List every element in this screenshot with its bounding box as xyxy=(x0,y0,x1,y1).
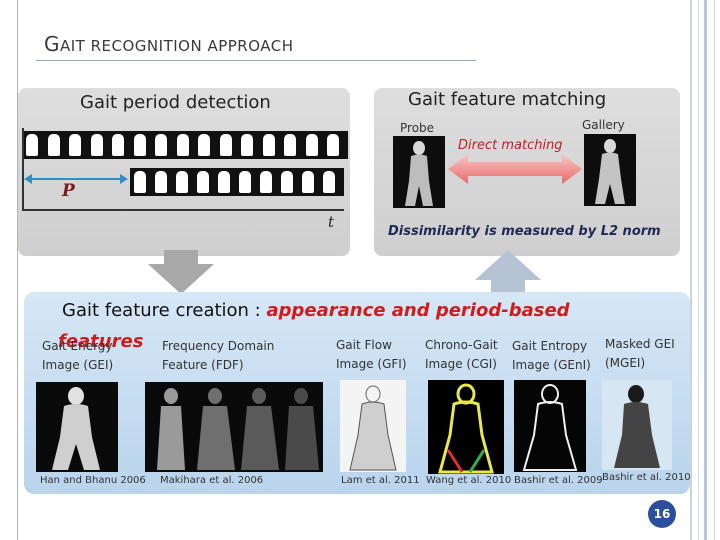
citation-mgei: Bashir et al. 2010 xyxy=(602,472,691,483)
silhouette-sequence-2 xyxy=(130,168,344,196)
walker-silhouette xyxy=(284,134,296,156)
gei-image xyxy=(36,382,118,472)
time-axis xyxy=(22,209,344,211)
feature-creation-title: Gait feature creation : appearance and p… xyxy=(62,300,570,321)
title-underline xyxy=(36,60,476,61)
walker-silhouette xyxy=(241,134,253,156)
walker-silhouette xyxy=(305,134,318,156)
walker-silhouette xyxy=(69,134,81,156)
silhouette-sequence-1 xyxy=(22,131,348,159)
walker-silhouette xyxy=(133,134,146,156)
direct-matching-arrow xyxy=(448,154,582,184)
gallery-label: Gallery xyxy=(582,118,625,132)
walker-silhouette xyxy=(281,171,293,193)
probe-gei-image xyxy=(393,136,445,208)
walker-silhouette xyxy=(239,171,251,193)
citation-geni: Bashir et al. 2009 xyxy=(514,475,603,486)
gallery-gei-image xyxy=(584,134,636,206)
walker-silhouette xyxy=(112,134,124,156)
vertical-axis xyxy=(22,128,24,210)
citation-gfi: Lam et al. 2011 xyxy=(341,475,420,486)
walker-silhouette xyxy=(198,134,210,156)
fdf-image xyxy=(145,382,323,472)
left-border-line xyxy=(17,0,18,540)
period-label: P xyxy=(62,181,75,201)
citation-gei: Han and Bhanu 2006 xyxy=(40,475,146,486)
down-arrow xyxy=(148,250,214,294)
feature-matching-title: Gait feature matching xyxy=(408,89,607,110)
probe-label: Probe xyxy=(400,121,435,135)
walker-silhouette xyxy=(218,171,230,193)
gfi-image xyxy=(340,380,406,472)
cgi-image xyxy=(428,380,504,474)
geni-image xyxy=(514,380,586,472)
walker-silhouette xyxy=(197,171,209,193)
time-label: t xyxy=(328,213,335,231)
right-border-decoration xyxy=(690,0,720,540)
slide-title: GAIT RECOGNITION APPROACH xyxy=(44,32,294,56)
walker-silhouette xyxy=(90,134,103,156)
walker-silhouette xyxy=(47,134,60,156)
feature-label-mgei: Masked GEI(MGEI) xyxy=(605,337,675,370)
period-arrow xyxy=(24,174,128,184)
walker-silhouette xyxy=(323,171,335,193)
walker-silhouette xyxy=(219,134,232,156)
walker-silhouette xyxy=(134,171,146,193)
walker-silhouette xyxy=(176,171,188,193)
citation-cgi: Wang et al. 2010 xyxy=(426,475,512,486)
up-arrow xyxy=(475,250,541,294)
direct-matching-label: Direct matching xyxy=(458,138,563,153)
page-number-badge: 16 xyxy=(648,500,676,528)
citation-fdf: Makihara et al. 2006 xyxy=(160,475,264,486)
feature-creation-title-continued: features xyxy=(58,331,144,352)
walker-silhouette xyxy=(155,134,167,156)
walker-silhouette xyxy=(155,171,167,193)
walker-silhouette xyxy=(260,171,272,193)
period-detection-title: Gait period detection xyxy=(80,92,271,113)
dissimilarity-note: Dissimilarity is measured by L2 norm xyxy=(388,224,661,239)
walker-silhouette xyxy=(26,134,38,156)
mgei-image xyxy=(602,380,672,470)
walker-silhouette xyxy=(176,134,189,156)
walker-silhouette xyxy=(262,134,275,156)
walker-silhouette xyxy=(327,134,339,156)
walker-silhouette xyxy=(302,171,314,193)
